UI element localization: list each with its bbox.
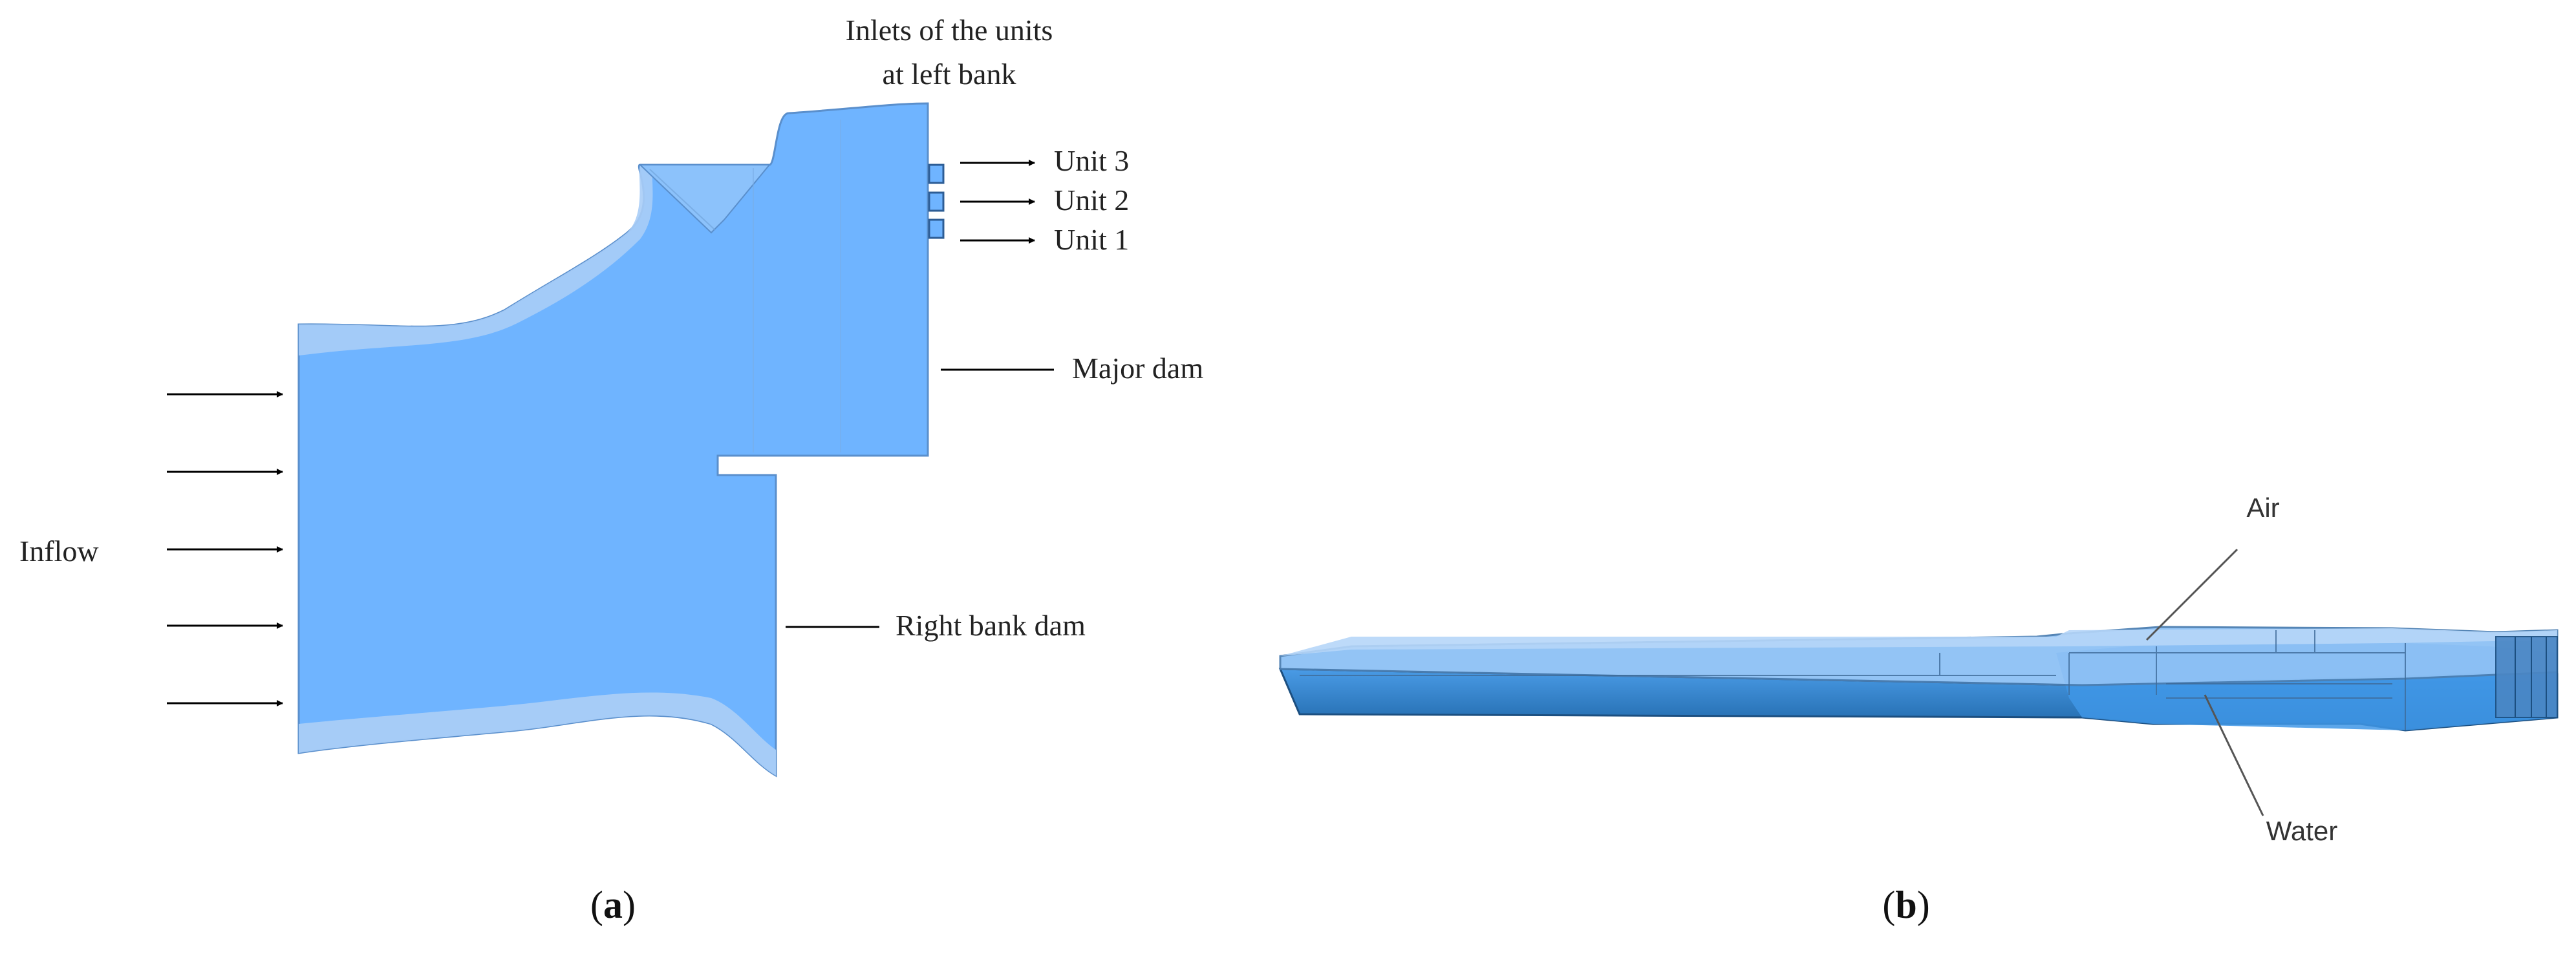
inflow-label: Inflow [19, 535, 99, 567]
water-leader [2204, 694, 2264, 816]
wedge-edge [649, 169, 715, 230]
inflow-arrows [167, 391, 283, 706]
unit-inlets [928, 164, 945, 239]
caption-b: (b) [1882, 884, 1929, 926]
inlets-title-line1: Inlets of the units [846, 14, 1053, 47]
panel-b: Air Water (b) [1278, 493, 2559, 926]
unit-1-inlet [928, 218, 945, 239]
water-label: Water [2266, 816, 2337, 846]
unit-2-inlet [928, 191, 945, 212]
air-leader [2145, 548, 2238, 641]
caption-a: (a) [590, 884, 636, 926]
unit-1-label: Unit 1 [1054, 223, 1129, 256]
panel-a: Inlets of the units at left bank Unit 3 … [19, 14, 1203, 926]
unit-3-label: Unit 3 [1054, 144, 1129, 177]
reservoir-body [297, 102, 929, 778]
air-top-surface [1280, 628, 2557, 656]
air-label: Air [2246, 493, 2279, 523]
upper-bank-strip [299, 165, 653, 355]
right-bank-dam-label: Right bank dam [896, 609, 1086, 642]
unit-arrows [960, 160, 1035, 244]
panel-b-intake-end [2495, 636, 2558, 718]
unit-2-label: Unit 2 [1054, 184, 1129, 217]
unit-3-inlet [928, 164, 945, 184]
major-dam-label: Major dam [1072, 352, 1203, 385]
inlets-title-line2: at left bank [883, 58, 1016, 90]
intake-wedge [638, 164, 771, 234]
lower-bank-strip [299, 692, 776, 776]
intake-block [2495, 636, 2558, 718]
panel-b-edges [1300, 630, 2406, 730]
